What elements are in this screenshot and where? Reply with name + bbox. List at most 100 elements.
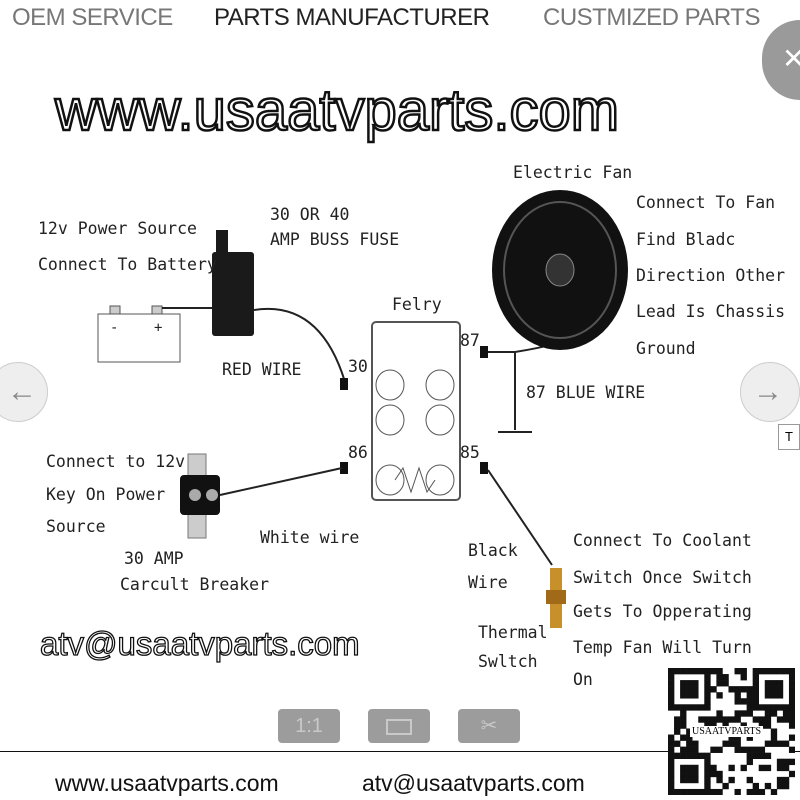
fit-screen-button[interactable] [368,709,430,743]
crop-icon: ✂ [480,715,498,737]
qr-module [704,686,711,693]
qr-module [680,770,687,778]
coolant-note-line: Temp Fan Will Turn [573,638,752,657]
key-power-label: Connect to 12v [46,452,185,471]
crop-button[interactable]: ✂ [458,709,520,743]
fan-note-line: Ground [636,339,696,358]
qr-module [704,764,711,772]
coolant-note-line: On [573,670,593,689]
breaker-label: 30 AMP [124,549,184,568]
qr-module [668,740,675,747]
qr-module [698,752,705,760]
qr-module [764,752,772,760]
header-oem-service: OEM SERVICE [12,4,173,31]
qr-module [782,764,790,772]
qr-module [716,680,723,687]
qr-module [752,698,760,705]
qr-module [746,698,753,705]
qr-module [728,776,735,784]
qr-module [704,668,711,675]
qr-module [686,752,693,760]
coolant-note-line: Connect To Coolant [573,531,752,550]
battery-positive: + [154,320,162,336]
qr-module [752,716,760,723]
qr-module [782,776,790,784]
fuse-label-1: 30 OR 40 [270,205,349,224]
qr-module [680,704,687,711]
qr-module [668,752,675,760]
qr-module [686,680,693,687]
qr-module [734,710,741,717]
qr-module [692,770,699,778]
qr-module [692,686,699,693]
qr-module [668,680,675,687]
qr-module [680,716,687,723]
arrow-right-icon: → [753,375,783,408]
qr-module [728,716,735,723]
qr-module [686,740,693,747]
qr-module [764,668,772,675]
fan-note-line: Lead Is Chassis [636,302,785,321]
qr-module [758,746,766,753]
qr-module [686,686,693,693]
qr-module [776,758,784,766]
qr-module [746,752,753,760]
qr-module [758,752,766,760]
qr-module [782,758,790,766]
qr-module [716,668,723,675]
qr-module [770,710,778,717]
relay-title: Felry [392,295,442,314]
qr-module [746,734,753,741]
qr-module [776,704,784,711]
qr-module [776,764,784,772]
qr-module [704,770,711,778]
qr-module [698,716,705,723]
qr-module [704,752,711,760]
qr-module [722,782,729,790]
next-image-button[interactable]: → [740,362,800,422]
qr-module [770,728,778,735]
qr-module [686,764,693,772]
qr-module [716,692,723,699]
qr-code [668,668,795,795]
qr-module [758,788,766,795]
footer-email: atv@usaatvparts.com [362,770,585,796]
qr-module [788,746,795,753]
qr-module [674,668,681,675]
key-power-label: Key On Power [46,485,165,504]
actual-size-button[interactable]: 1:1 [278,709,340,743]
qr-module [788,710,795,717]
close-icon: ✕ [782,43,800,74]
fit-screen-icon [386,718,412,735]
coolant-note-line: Switch Once Switch [573,568,752,587]
qr-module [734,734,741,741]
qr-module [752,686,760,693]
qr-module [692,788,699,795]
qr-module [704,674,711,681]
qr-module [764,710,772,717]
qr-module [776,692,784,699]
battery-icon [97,313,181,363]
qr-module [770,740,778,747]
qr-module [710,746,717,753]
qr-module [788,686,795,693]
qr-module [746,704,753,711]
qr-module [752,746,760,753]
qr-module [752,668,760,675]
qr-module [788,722,795,729]
qr-module [746,788,753,795]
blue-wire-label: 87 BLUE WIRE [526,383,645,402]
qr-module [782,704,790,711]
qr-module [752,692,760,699]
qr-module [746,692,753,699]
qr-module [686,788,693,795]
previous-image-button[interactable]: ← [0,362,48,422]
qr-module [770,680,778,687]
qr-module [728,764,735,772]
qr-module [722,716,729,723]
qr-module [686,746,693,753]
qr-module [692,776,699,784]
qr-module [752,680,760,687]
qr-module [740,686,747,693]
qr-module [764,716,772,723]
